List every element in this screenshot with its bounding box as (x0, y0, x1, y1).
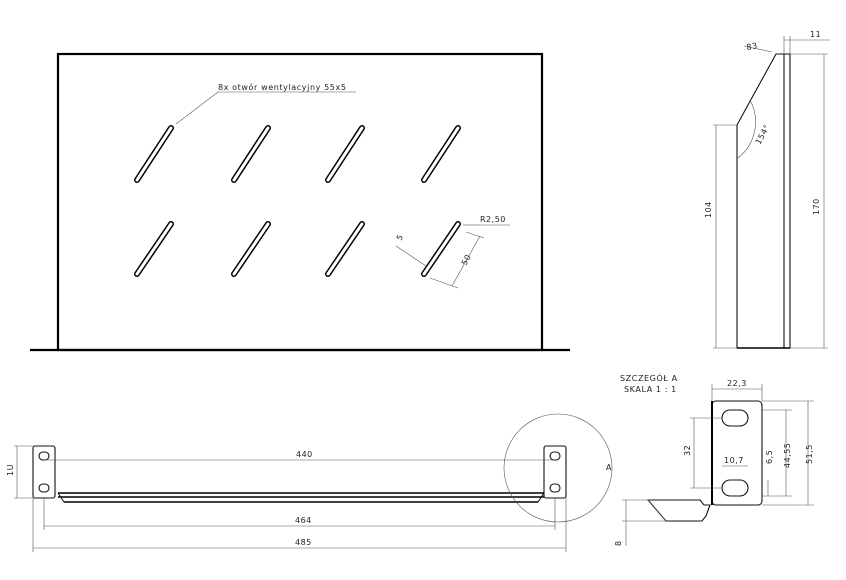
dim-detail-total: 51,5 (805, 444, 814, 464)
vent-slots (134, 125, 461, 277)
vent-slot-inner-1 (135, 126, 173, 182)
detail-scale: SKALA 1 : 1 (624, 385, 677, 394)
vent-slot-inner-2 (232, 126, 270, 182)
dim-top-inner: 83 (746, 41, 759, 52)
dim-slot-width-line (395, 245, 427, 267)
right-ear-hole-top (549, 451, 561, 461)
vent-slot-inner-7 (326, 222, 364, 276)
angle-arc (737, 99, 756, 159)
detail-a: SZCZEGÓŁ A SKALA 1 : 1 22,3 32 10,7 6,5 … (614, 372, 814, 546)
detail-tray-profile (646, 499, 711, 522)
dim-detail-small: 6,5 (765, 450, 774, 464)
left-mounting-ear (32, 445, 56, 499)
dim-detail-left: 32 (683, 445, 692, 456)
detail-hole-top (721, 409, 749, 427)
note-leader (175, 91, 219, 125)
dim-detail-mid: 44,55 (783, 443, 792, 468)
vent-slot-inner-3 (326, 126, 364, 182)
bottom-view: 1U 440 464 485 A (6, 413, 613, 552)
dim-angle: 154° (754, 123, 772, 146)
left-ear-hole-bottom (38, 483, 50, 493)
vent-slot-inner-8 (422, 222, 460, 276)
detail-hole-bottom (721, 479, 749, 497)
shelf-panel-outline (56, 52, 544, 352)
dim-rack-unit: 1U (6, 464, 15, 476)
dim-detail-bottom: 8 (614, 540, 623, 546)
side-view: 11 83 154° 104 170 (704, 30, 830, 349)
dim-height-total: 170 (812, 198, 821, 215)
vent-note: 8x otwór wentylacyjny 55x5 (218, 82, 347, 92)
vent-slot-inner-6 (232, 222, 270, 276)
right-ear-hole-bottom (549, 483, 561, 493)
dim-mid: 464 (295, 516, 312, 525)
bracket-side-outline (736, 53, 791, 349)
dim-slot-length-line (451, 235, 481, 287)
detail-title: SZCZEGÓŁ A (620, 372, 678, 383)
vent-slot-inner-4 (422, 126, 460, 182)
front-view: 8x otwór wentylacyjny 55x5 R2,50 50 5 (30, 52, 570, 352)
dim-top-width: 11 (810, 30, 821, 39)
dim-radius: R2,50 (480, 215, 506, 224)
dim-slot-width: 5 (395, 233, 406, 242)
dim-inner: 440 (296, 450, 313, 459)
detail-circle (503, 413, 613, 523)
dim-outer: 485 (295, 538, 312, 547)
detail-marker: A (606, 463, 612, 472)
vent-slot-inner-5 (135, 222, 173, 276)
detail-ear-plate (711, 400, 763, 506)
dim-height-lower: 104 (704, 201, 713, 218)
dim-detail-width: 22,3 (727, 379, 747, 388)
dim-slot-length: 50 (460, 253, 473, 267)
right-mounting-ear (543, 445, 567, 499)
left-ear-hole-top (38, 451, 50, 461)
dim-detail-hole: 10,7 (724, 456, 744, 465)
